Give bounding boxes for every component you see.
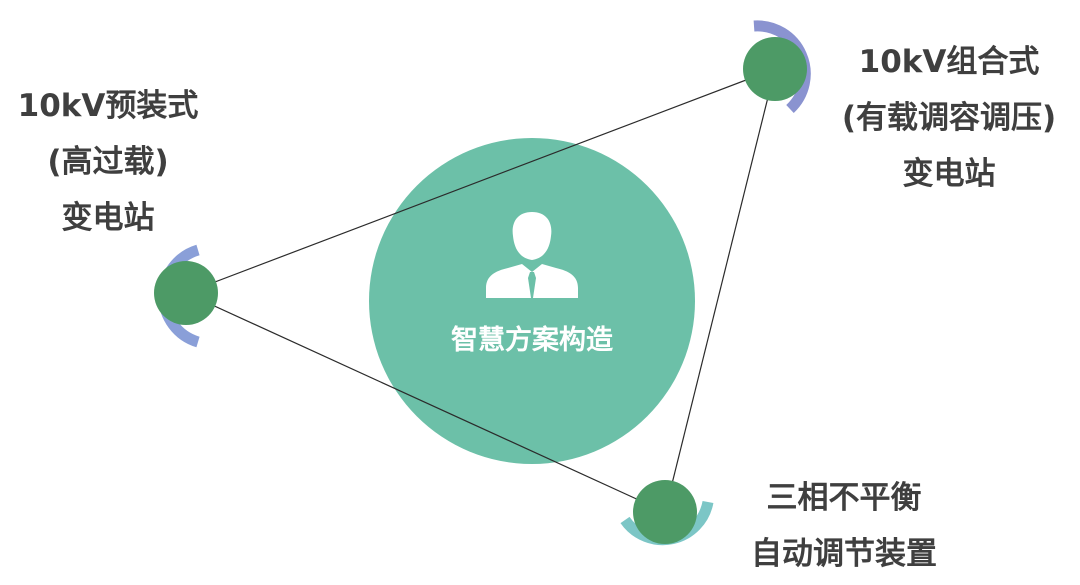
line-topright-bottom <box>664 68 776 513</box>
node-bottom <box>620 480 714 546</box>
line-left-topright <box>185 68 776 294</box>
line-left-bottom <box>185 292 666 513</box>
node-left-line-1: 10kV预装式 <box>17 88 199 124</box>
node-left-line-3: 变电站 <box>61 200 155 236</box>
node-top-right-line-3: 变电站 <box>902 156 996 192</box>
node-bottom-dot <box>633 480 697 544</box>
node-top-right <box>743 20 811 114</box>
node-left-label: 10kV预装式 (高过载) 变电站 <box>0 78 216 246</box>
node-bottom-line-1: 三相不平衡 <box>766 480 922 516</box>
node-top-right-line-1: 10kV组合式 <box>858 44 1040 80</box>
node-top-right-dot <box>743 37 807 101</box>
node-top-right-label: 10kV组合式 (有载调容调压) 变电站 <box>818 34 1080 202</box>
node-bottom-label: 三相不平衡 自动调节装置 <box>720 470 968 582</box>
node-left-dot <box>154 261 218 325</box>
node-top-right-line-2: (有载调容调压) <box>841 100 1057 136</box>
person-tie-icon <box>486 212 578 298</box>
center-title: 智慧方案构造 <box>451 324 613 356</box>
center-circle <box>369 138 695 464</box>
node-left-line-2: (高过载) <box>47 144 169 180</box>
connector-lines <box>185 68 776 513</box>
node-bottom-line-2: 自动调节装置 <box>751 536 937 572</box>
node-left <box>154 244 218 348</box>
